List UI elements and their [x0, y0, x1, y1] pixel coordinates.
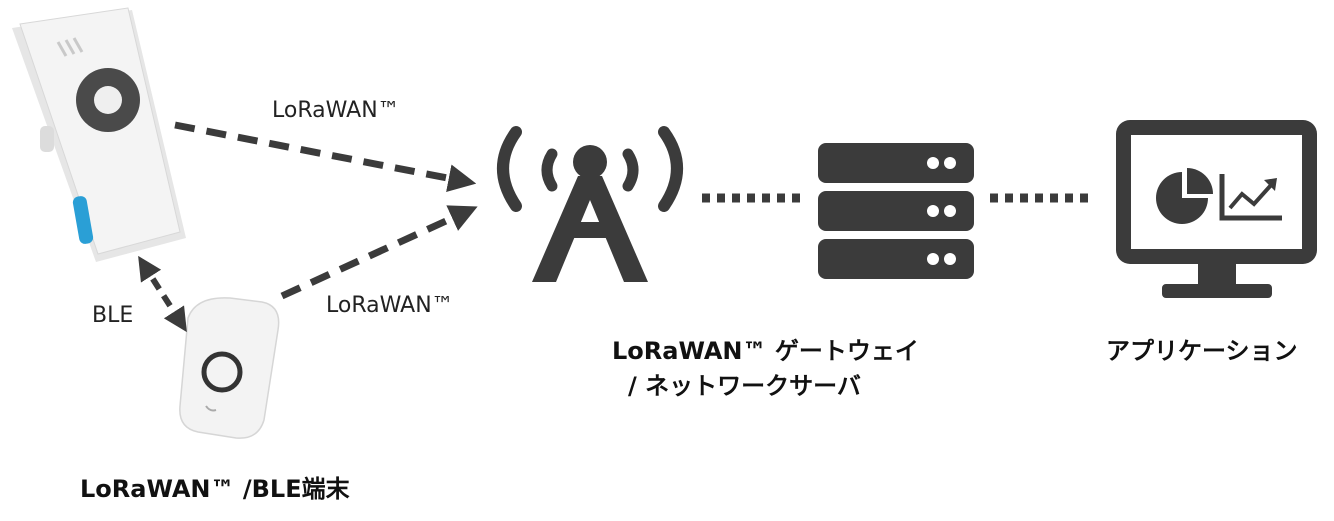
- link-arrow-top: [174, 121, 477, 192]
- application-monitor-icon: [1116, 120, 1317, 298]
- link-arrow-bottom: [280, 205, 478, 300]
- pie-chart-icon: [1156, 168, 1213, 224]
- link-label-lorawan-top: LoRaWAN™: [272, 98, 400, 123]
- link-label-lorawan-bottom: LoRaWAN™: [326, 293, 454, 318]
- gateway-label-line2: / ネットワークサーバ: [628, 372, 861, 400]
- gateway-tower-icon: [497, 126, 683, 282]
- lorawan-ble-device-large: [12, 7, 186, 262]
- device-label: LoRaWAN™ /BLE端末: [80, 475, 350, 503]
- link-label-ble: BLE: [92, 303, 134, 328]
- lorawan-ble-device-small: [179, 297, 280, 439]
- gateway-label-line1: LoRaWAN™ ゲートウェイ: [612, 337, 919, 365]
- line-chart-icon: [1219, 174, 1282, 221]
- server-icon: [818, 143, 974, 279]
- link-arrow-ble: [138, 255, 187, 333]
- application-label: アプリケーション: [1106, 337, 1298, 365]
